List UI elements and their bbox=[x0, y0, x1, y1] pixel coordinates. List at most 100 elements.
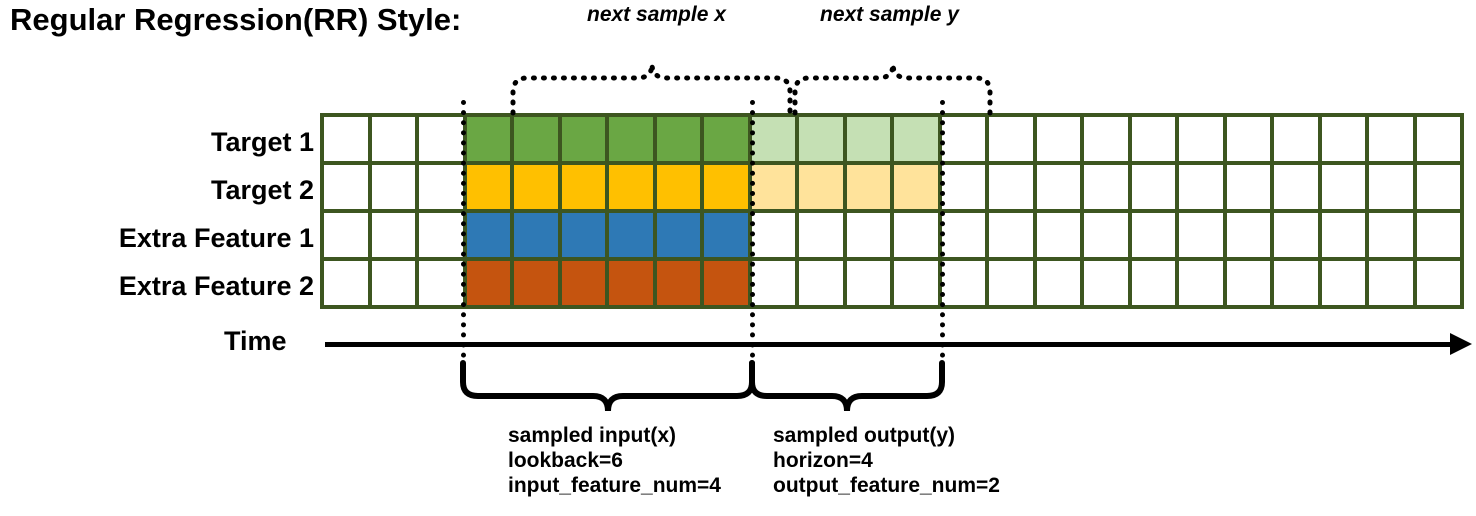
grid-cell-target-1-7 bbox=[656, 117, 700, 161]
grid-cell-target-1-6 bbox=[609, 117, 653, 161]
grid-cell-target-1-19 bbox=[1226, 117, 1270, 161]
annotation-output-line-2: horizon=4 bbox=[773, 449, 873, 472]
grid-cell-target-2-23 bbox=[1416, 165, 1460, 209]
grid-cell-target-2-17 bbox=[1131, 165, 1175, 209]
row-label-target-1: Target 1 bbox=[210, 127, 314, 157]
grid-cell-extra-feature-2-8 bbox=[704, 261, 748, 305]
row-label-extra-feature-1: Extra Feature 1 bbox=[118, 223, 314, 253]
grid-cell-target-1-11 bbox=[846, 117, 890, 161]
grid-cell-target-2-9 bbox=[751, 165, 795, 209]
grid-cell-extra-feature-1-21 bbox=[1321, 213, 1365, 257]
grid-cell-extra-feature-1-12 bbox=[894, 213, 938, 257]
grid-cell-extra-feature-1-15 bbox=[1036, 213, 1080, 257]
annotation-output-line-1: sampled output(y) bbox=[773, 424, 955, 447]
grid-cell-target-2-8 bbox=[704, 165, 748, 209]
grid-cell-extra-feature-1-4 bbox=[514, 213, 558, 257]
grid-cell-extra-feature-1-7 bbox=[656, 213, 700, 257]
page-title: Regular Regression(RR) Style: bbox=[10, 2, 462, 37]
grid-cell-extra-feature-2-7 bbox=[656, 261, 700, 305]
grid-cell-extra-feature-1-6 bbox=[609, 213, 653, 257]
grid-cell-extra-feature-2-14 bbox=[989, 261, 1033, 305]
grid-cell-target-1-12 bbox=[894, 117, 938, 161]
annotation-input: sampled input(x) lookback=6 input_featur… bbox=[508, 423, 721, 498]
grid-cell-target-1-15 bbox=[1036, 117, 1080, 161]
grid-cell-target-2-2 bbox=[419, 165, 463, 209]
grid-cell-target-2-14 bbox=[989, 165, 1033, 209]
grid-cell-target-2-20 bbox=[1274, 165, 1318, 209]
grid-cell-extra-feature-2-13 bbox=[941, 261, 985, 305]
grid-cell-target-1-16 bbox=[1084, 117, 1128, 161]
grid-cell-extra-feature-1-22 bbox=[1369, 213, 1413, 257]
grid-cell-target-1-21 bbox=[1321, 117, 1365, 161]
grid-cell-extra-feature-1-1 bbox=[371, 213, 415, 257]
grid-cell-target-1-17 bbox=[1131, 117, 1175, 161]
grid-cell-target-1-4 bbox=[514, 117, 558, 161]
grid-cell-target-1-2 bbox=[419, 117, 463, 161]
grid-cell-target-1-18 bbox=[1179, 117, 1223, 161]
grid-cell-extra-feature-1-3 bbox=[466, 213, 510, 257]
grid-cell-extra-feature-1-11 bbox=[846, 213, 890, 257]
top-brace-y bbox=[792, 63, 993, 116]
grid-cell-target-1-22 bbox=[1369, 117, 1413, 161]
grid-cell-target-1-5 bbox=[561, 117, 605, 161]
grid-cell-target-1-1 bbox=[371, 117, 415, 161]
time-axis-line bbox=[325, 342, 1455, 347]
annotation-input-line-2: lookback=6 bbox=[508, 449, 623, 472]
grid-cell-extra-feature-1-16 bbox=[1084, 213, 1128, 257]
grid-cell-target-2-21 bbox=[1321, 165, 1365, 209]
bottom-brace-input bbox=[460, 360, 755, 412]
grid-cell-target-2-22 bbox=[1369, 165, 1413, 209]
grid-cell-extra-feature-2-4 bbox=[514, 261, 558, 305]
grid-cell-extra-feature-1-18 bbox=[1179, 213, 1223, 257]
grid-cell-extra-feature-2-15 bbox=[1036, 261, 1080, 305]
time-axis-label: Time bbox=[224, 326, 287, 356]
grid-cell-target-2-10 bbox=[799, 165, 843, 209]
grid-cell-target-2-3 bbox=[466, 165, 510, 209]
top-brace-x bbox=[510, 63, 793, 116]
grid-cell-target-1-13 bbox=[941, 117, 985, 161]
annotation-input-line-1: sampled input(x) bbox=[508, 424, 677, 447]
grid-cell-extra-feature-1-10 bbox=[799, 213, 843, 257]
grid-cell-target-1-8 bbox=[704, 117, 748, 161]
grid-cell-extra-feature-2-22 bbox=[1369, 261, 1413, 305]
bottom-brace-output bbox=[749, 360, 945, 412]
grid-cell-extra-feature-2-2 bbox=[419, 261, 463, 305]
grid-cell-extra-feature-2-9 bbox=[751, 261, 795, 305]
grid-cell-target-1-14 bbox=[989, 117, 1033, 161]
grid-cell-target-2-6 bbox=[609, 165, 653, 209]
timeseries-grid bbox=[320, 113, 1464, 309]
grid-cell-extra-feature-1-5 bbox=[561, 213, 605, 257]
grid-cell-target-2-11 bbox=[846, 165, 890, 209]
grid-cell-target-2-19 bbox=[1226, 165, 1270, 209]
grid-cell-extra-feature-1-2 bbox=[419, 213, 463, 257]
grid-cell-extra-feature-2-12 bbox=[894, 261, 938, 305]
grid-cell-extra-feature-1-0 bbox=[324, 213, 368, 257]
grid-cell-target-2-18 bbox=[1179, 165, 1223, 209]
annotation-output: sampled output(y) horizon=4 output_featu… bbox=[773, 423, 1000, 498]
grid-cell-extra-feature-2-19 bbox=[1226, 261, 1270, 305]
grid-cell-extra-feature-1-14 bbox=[989, 213, 1033, 257]
grid-cell-extra-feature-1-20 bbox=[1274, 213, 1318, 257]
grid-cell-extra-feature-2-17 bbox=[1131, 261, 1175, 305]
grid-cell-extra-feature-2-11 bbox=[846, 261, 890, 305]
grid-cell-extra-feature-2-16 bbox=[1084, 261, 1128, 305]
grid-cell-extra-feature-1-8 bbox=[704, 213, 748, 257]
grid-cell-target-2-12 bbox=[894, 165, 938, 209]
grid-cell-target-1-9 bbox=[751, 117, 795, 161]
grid-cell-extra-feature-1-19 bbox=[1226, 213, 1270, 257]
grid-cell-target-2-0 bbox=[324, 165, 368, 209]
grid-cell-target-1-23 bbox=[1416, 117, 1460, 161]
grid-cell-extra-feature-2-1 bbox=[371, 261, 415, 305]
grid-cell-target-2-16 bbox=[1084, 165, 1128, 209]
grid-cell-target-2-4 bbox=[514, 165, 558, 209]
vertical-guide-output-end bbox=[940, 100, 945, 368]
grid-cell-target-1-0 bbox=[324, 117, 368, 161]
grid-cell-extra-feature-2-21 bbox=[1321, 261, 1365, 305]
grid-cell-target-2-1 bbox=[371, 165, 415, 209]
vertical-guide-input-end bbox=[750, 100, 755, 368]
grid-cell-extra-feature-2-18 bbox=[1179, 261, 1223, 305]
grid-cell-extra-feature-2-23 bbox=[1416, 261, 1460, 305]
grid-cell-extra-feature-2-3 bbox=[466, 261, 510, 305]
time-axis-arrow-icon bbox=[1450, 333, 1472, 355]
